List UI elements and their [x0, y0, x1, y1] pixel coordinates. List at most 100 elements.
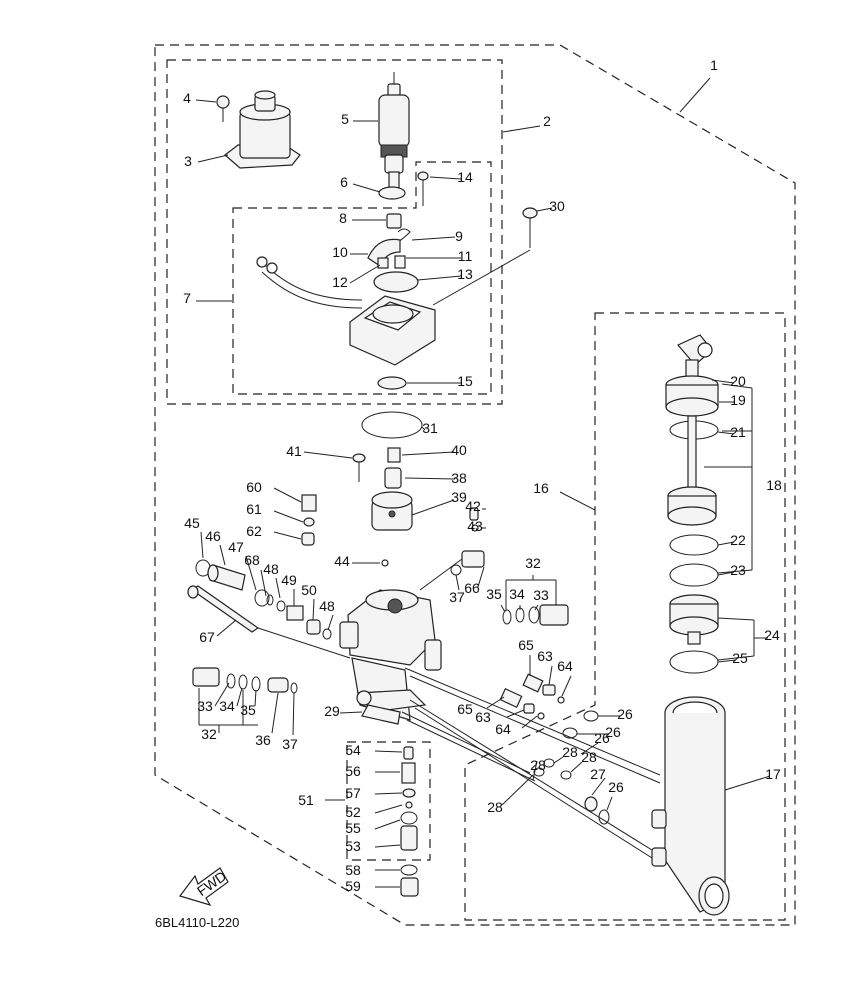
callout-32: 32 — [201, 726, 217, 742]
callout-68: 68 — [244, 552, 260, 568]
leader-33-0 — [214, 682, 230, 707]
terminal-12-11 — [377, 255, 406, 269]
leader-39-0 — [411, 499, 455, 516]
leader-52-0 — [374, 804, 403, 814]
oring-22 — [669, 534, 719, 556]
callout-58: 58 — [345, 862, 361, 878]
leader-68-0 — [260, 569, 267, 597]
spring-9 — [397, 228, 411, 243]
valve-body — [339, 589, 442, 721]
leader-4-0 — [195, 99, 217, 103]
callout-54: 54 — [345, 742, 361, 758]
callout-11: 11 — [458, 248, 473, 264]
callout-33: 33 — [533, 587, 549, 603]
leader-20-0 — [711, 379, 735, 384]
callout-19: 19 — [730, 392, 746, 408]
callout-33: 33 — [197, 698, 213, 714]
callout-45: 45 — [184, 515, 200, 531]
leader-35-0 — [254, 689, 257, 707]
leader-47-0 — [245, 555, 257, 591]
callout-55: 55 — [345, 820, 361, 836]
callout-12: 12 — [332, 274, 348, 290]
callout-26: 26 — [594, 730, 610, 746]
ring-34-left — [238, 674, 248, 690]
callout-47: 47 — [228, 539, 244, 555]
ball-64-upper — [557, 696, 565, 704]
ring-33-left — [226, 673, 236, 689]
leader-27-0 — [591, 777, 606, 796]
callout-59: 59 — [345, 878, 361, 894]
leader-38-0 — [404, 477, 456, 480]
group-outline-7 — [232, 161, 492, 395]
leader-28-0 — [532, 760, 538, 781]
ball-44 — [381, 559, 389, 567]
ring-48 — [276, 600, 286, 612]
group-outline-1 — [154, 44, 796, 926]
leader-55-0 — [374, 819, 401, 830]
callout-15: 15 — [457, 373, 473, 389]
callout-10: 10 — [332, 244, 348, 260]
leader-14-0 — [429, 176, 462, 180]
leader-37-0 — [292, 692, 295, 736]
callout-53: 53 — [345, 838, 361, 854]
callout-67: 67 — [199, 629, 215, 645]
callout-32: 32 — [525, 555, 541, 571]
callout-28: 28 — [581, 749, 597, 765]
leader-18-2 — [721, 383, 753, 389]
callout-18: 18 — [766, 477, 782, 493]
leader-41-0 — [303, 451, 353, 459]
sleeve-38 — [384, 467, 402, 489]
pin-42 — [469, 507, 479, 521]
callout-43: 43 — [467, 518, 483, 534]
leader-22-0 — [717, 541, 735, 546]
leader-63-0 — [548, 665, 553, 686]
valve-32-left — [192, 667, 220, 687]
ball-43 — [471, 524, 479, 532]
cylinder-17 — [651, 696, 730, 916]
leader-16-0 — [559, 491, 596, 511]
leader-50-0 — [312, 598, 315, 621]
ring-26-c — [598, 809, 610, 825]
callout-20: 20 — [730, 373, 746, 389]
callout-24: 24 — [764, 627, 780, 643]
callout-26: 26 — [608, 779, 624, 795]
spring-60 — [301, 494, 317, 512]
leader-1-0 — [679, 77, 711, 113]
spring-65-upper — [522, 673, 544, 693]
valve-46 — [207, 564, 246, 591]
callout-46: 46 — [205, 528, 221, 544]
leader-61-0 — [273, 510, 304, 523]
leader-35-0 — [500, 604, 506, 613]
screw-4 — [216, 95, 230, 122]
armature — [378, 72, 410, 189]
leader-45-0 — [200, 531, 204, 559]
callout-29: 29 — [324, 703, 340, 719]
fitting-66 — [419, 550, 485, 591]
callout-17: 17 — [765, 766, 781, 782]
ring-48-lower — [322, 628, 332, 640]
callout-66: 66 — [464, 580, 480, 596]
callout-35: 35 — [486, 586, 502, 602]
ring-47 — [254, 589, 270, 607]
brush-plate-13 — [373, 271, 419, 293]
bracket-29 — [356, 689, 427, 725]
callout-14: 14 — [457, 169, 473, 185]
ring-26-a — [583, 710, 599, 722]
valve-32-right — [539, 604, 569, 626]
callout-30: 30 — [549, 198, 565, 214]
ball-64-lower — [537, 712, 545, 720]
leader-65-0 — [486, 696, 505, 709]
callout-6: 6 — [340, 174, 348, 190]
callout-7: 7 — [183, 290, 191, 306]
spring-49 — [286, 605, 304, 621]
leader-28-0 — [501, 774, 534, 806]
group-outline-51 — [346, 741, 431, 861]
leader-23-0 — [717, 571, 735, 576]
cap-62 — [301, 532, 315, 546]
callout-13: 13 — [457, 266, 473, 282]
leader-37-0 — [455, 574, 460, 591]
ring-26-b — [562, 727, 578, 739]
plug-53 — [400, 825, 418, 851]
callout-9: 9 — [455, 228, 463, 244]
fwd-arrow-icon: FWD — [179, 867, 229, 907]
